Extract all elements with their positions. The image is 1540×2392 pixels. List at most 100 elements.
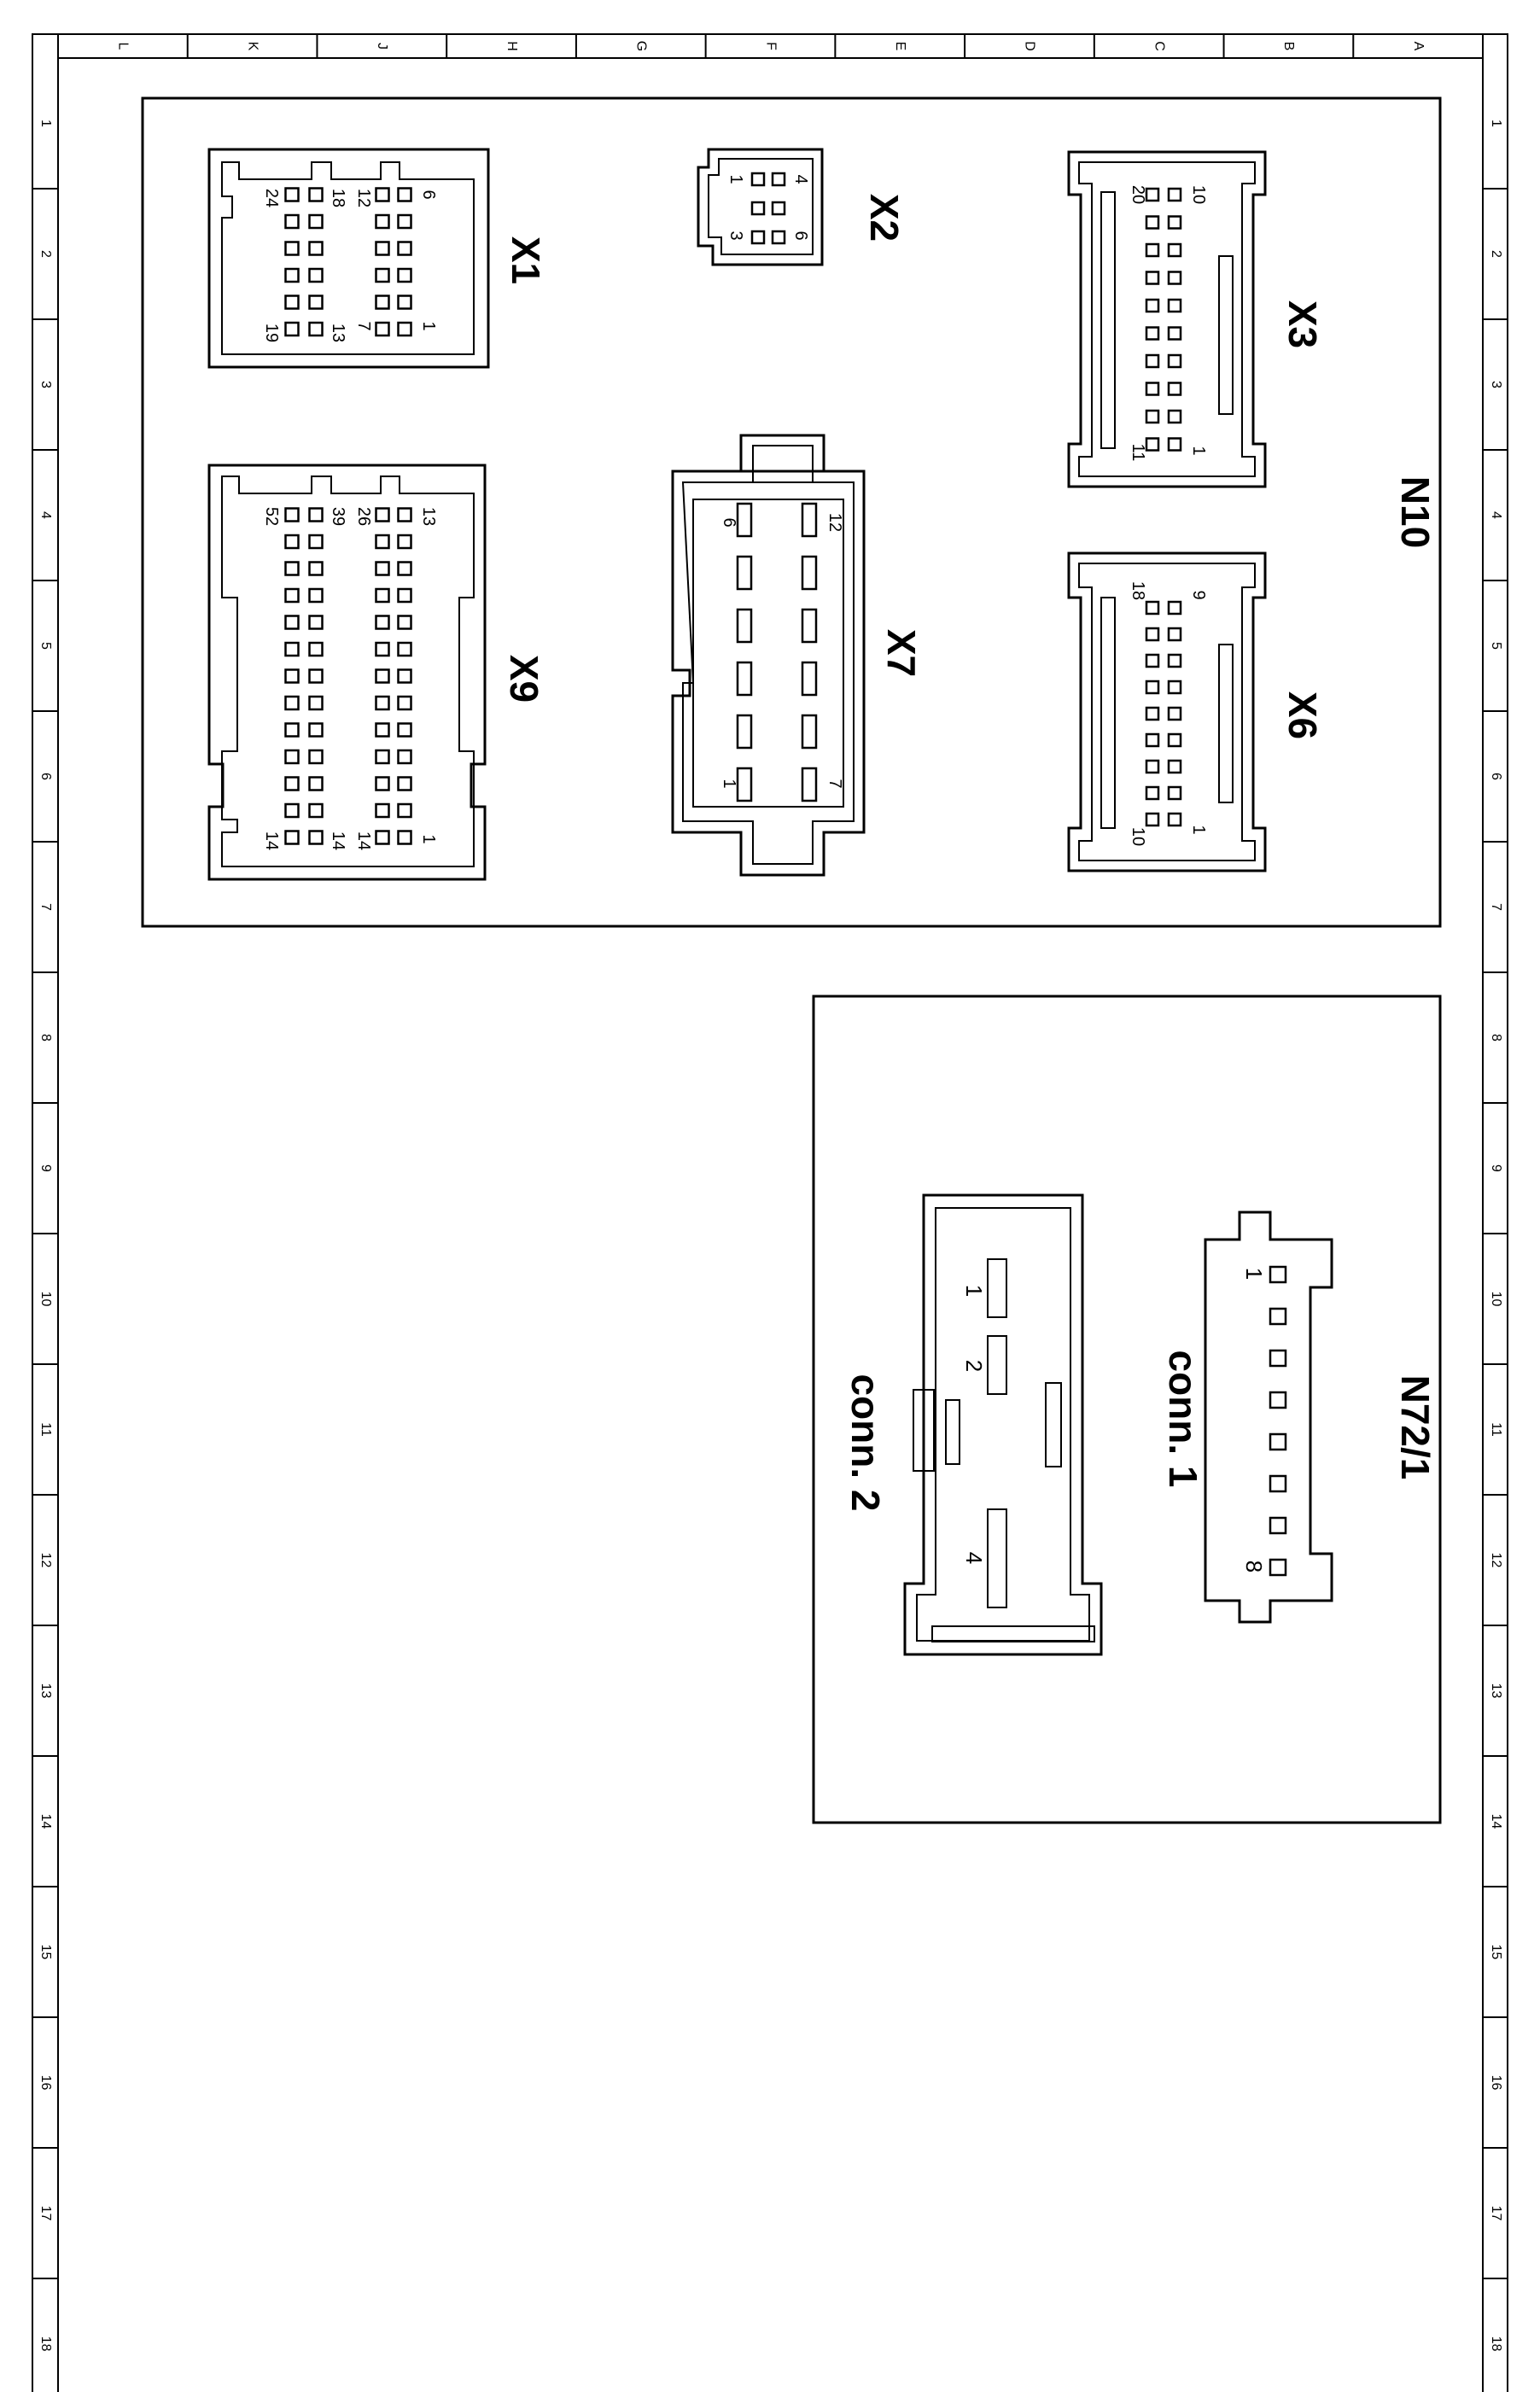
pin-cavity	[284, 241, 300, 256]
grid-row-label-right: 5	[1489, 642, 1503, 650]
grid-row-label-left: 3	[38, 381, 53, 388]
pin-cavity	[1167, 382, 1182, 396]
module-n10: N10	[141, 96, 1442, 928]
connector-x9-label: X9	[502, 655, 546, 703]
pin-cavity	[284, 534, 300, 550]
pin-cavity	[284, 776, 300, 791]
pin-cavity	[375, 802, 390, 819]
connector-x2: 4 1 6 3 X2	[697, 148, 907, 266]
grid-row-label-left: 5	[38, 642, 53, 650]
pin-cavity	[1145, 627, 1160, 642]
grid-row-label-left: 8	[38, 1034, 53, 1041]
connector-x1-label: X1	[504, 236, 548, 284]
pin-cavity	[308, 267, 324, 283]
pin-cavity	[397, 641, 412, 657]
pin-cavity	[1145, 187, 1160, 202]
connector-x2-pin-grid	[750, 172, 786, 245]
grid-row-label-right: 15	[1489, 1945, 1503, 1960]
connector-conn2-label: conn. 2	[843, 1374, 888, 1511]
pin-cavity	[308, 776, 324, 791]
grid-column-label: A	[1411, 42, 1426, 51]
pin-cavity	[1167, 812, 1182, 827]
pin-blade	[736, 555, 753, 591]
pin-cavity	[1145, 326, 1160, 341]
pin-cavity	[375, 213, 390, 230]
pin-cavity	[1145, 785, 1160, 801]
pin-cavity	[1145, 298, 1160, 313]
connector-conn1-label: conn. 1	[1161, 1350, 1205, 1487]
pin-cavity	[1145, 409, 1160, 424]
x9-pin-14c: 14	[262, 831, 281, 850]
pin-cavity	[771, 172, 786, 187]
pin-cavity	[375, 561, 390, 576]
pin-cavity	[1145, 732, 1160, 748]
connector-conn1-pin-column	[1269, 1265, 1287, 1577]
pin-cavity	[308, 802, 324, 819]
conn2-pin-1: 1	[961, 1285, 987, 1297]
grid-row-label-left: 4	[38, 511, 53, 519]
x9-pin-52: 52	[262, 507, 281, 526]
x7-pin-6: 6	[720, 517, 738, 527]
x2-pin-1: 1	[726, 174, 745, 184]
connector-x7-pin-grid	[736, 502, 818, 802]
grid-row-label-right: 12	[1489, 1553, 1503, 1568]
pin-cavity	[375, 722, 390, 738]
connector-x3-label: X3	[1280, 300, 1325, 348]
x1-pin-18: 18	[329, 189, 347, 207]
pin-cavity	[1167, 759, 1182, 774]
pin-cavity	[1145, 812, 1160, 827]
pin-cavity	[1145, 271, 1160, 285]
pin-cavity	[308, 722, 324, 738]
pin-cavity	[284, 749, 300, 765]
connector-x3: 10 20 1 11 X3	[1067, 150, 1325, 488]
pin-cavity	[1145, 653, 1160, 668]
pin-cavity	[1145, 382, 1160, 396]
pin-cavity	[308, 187, 324, 202]
grid-row-label-left: 12	[38, 1553, 53, 1568]
grid-row-label-right: 4	[1489, 511, 1503, 519]
pin-cavity	[284, 507, 300, 522]
pin-cavity	[397, 668, 412, 684]
x1-pin-24: 24	[262, 189, 281, 207]
pin-cavity	[375, 749, 390, 765]
pin-cavity	[1167, 326, 1182, 341]
pin-cavity	[1167, 271, 1182, 285]
grid-row-label-right: 7	[1489, 903, 1503, 911]
pin-cavity	[375, 615, 390, 630]
connector-x6-label: X6	[1280, 691, 1325, 739]
pin-cavity	[397, 776, 412, 791]
pin-cavity	[397, 615, 412, 630]
grid-row-label-left: 10	[38, 1292, 53, 1307]
connector-x7: 12 6 7 1 X7	[671, 434, 924, 877]
grid-row-label-right: 9	[1489, 1164, 1503, 1172]
pin-cavity	[1145, 600, 1160, 616]
connector-x9-pin-grid	[284, 507, 412, 845]
pin-cavity	[1167, 409, 1182, 424]
module-n10-label: N10	[1393, 476, 1438, 548]
connector-conn2: 1 2 4 conn. 2	[843, 1193, 1103, 1656]
pin-cavity	[308, 534, 324, 550]
x6-pin-10: 10	[1129, 827, 1147, 846]
pin-cavity	[397, 187, 412, 202]
pin-cavity	[308, 749, 324, 765]
pin-cavity	[284, 722, 300, 738]
drawing-frame	[32, 33, 1508, 2392]
pin-cavity	[284, 830, 300, 845]
pin-cavity	[1167, 785, 1182, 801]
connector-conn1: 1 8 conn. 1	[1161, 1211, 1333, 1624]
x9-pin-13: 13	[419, 507, 438, 526]
grid-row-label-right: 10	[1489, 1292, 1503, 1307]
pin-cavity	[284, 802, 300, 819]
pin-cavity	[1269, 1474, 1287, 1493]
pin-cavity	[397, 267, 412, 283]
pin-blade	[736, 661, 753, 697]
grid-row-label-left: 13	[38, 1683, 53, 1699]
x2-pin-3: 3	[726, 230, 745, 240]
pin-cavity	[397, 695, 412, 711]
pin-cavity	[1269, 1391, 1287, 1409]
conn1-pin-8: 8	[1241, 1561, 1267, 1572]
pin-cavity	[1167, 706, 1182, 721]
pin-cavity	[1269, 1432, 1287, 1451]
pin-cavity	[1145, 680, 1160, 695]
grid-row-label-right: 2	[1489, 250, 1503, 258]
